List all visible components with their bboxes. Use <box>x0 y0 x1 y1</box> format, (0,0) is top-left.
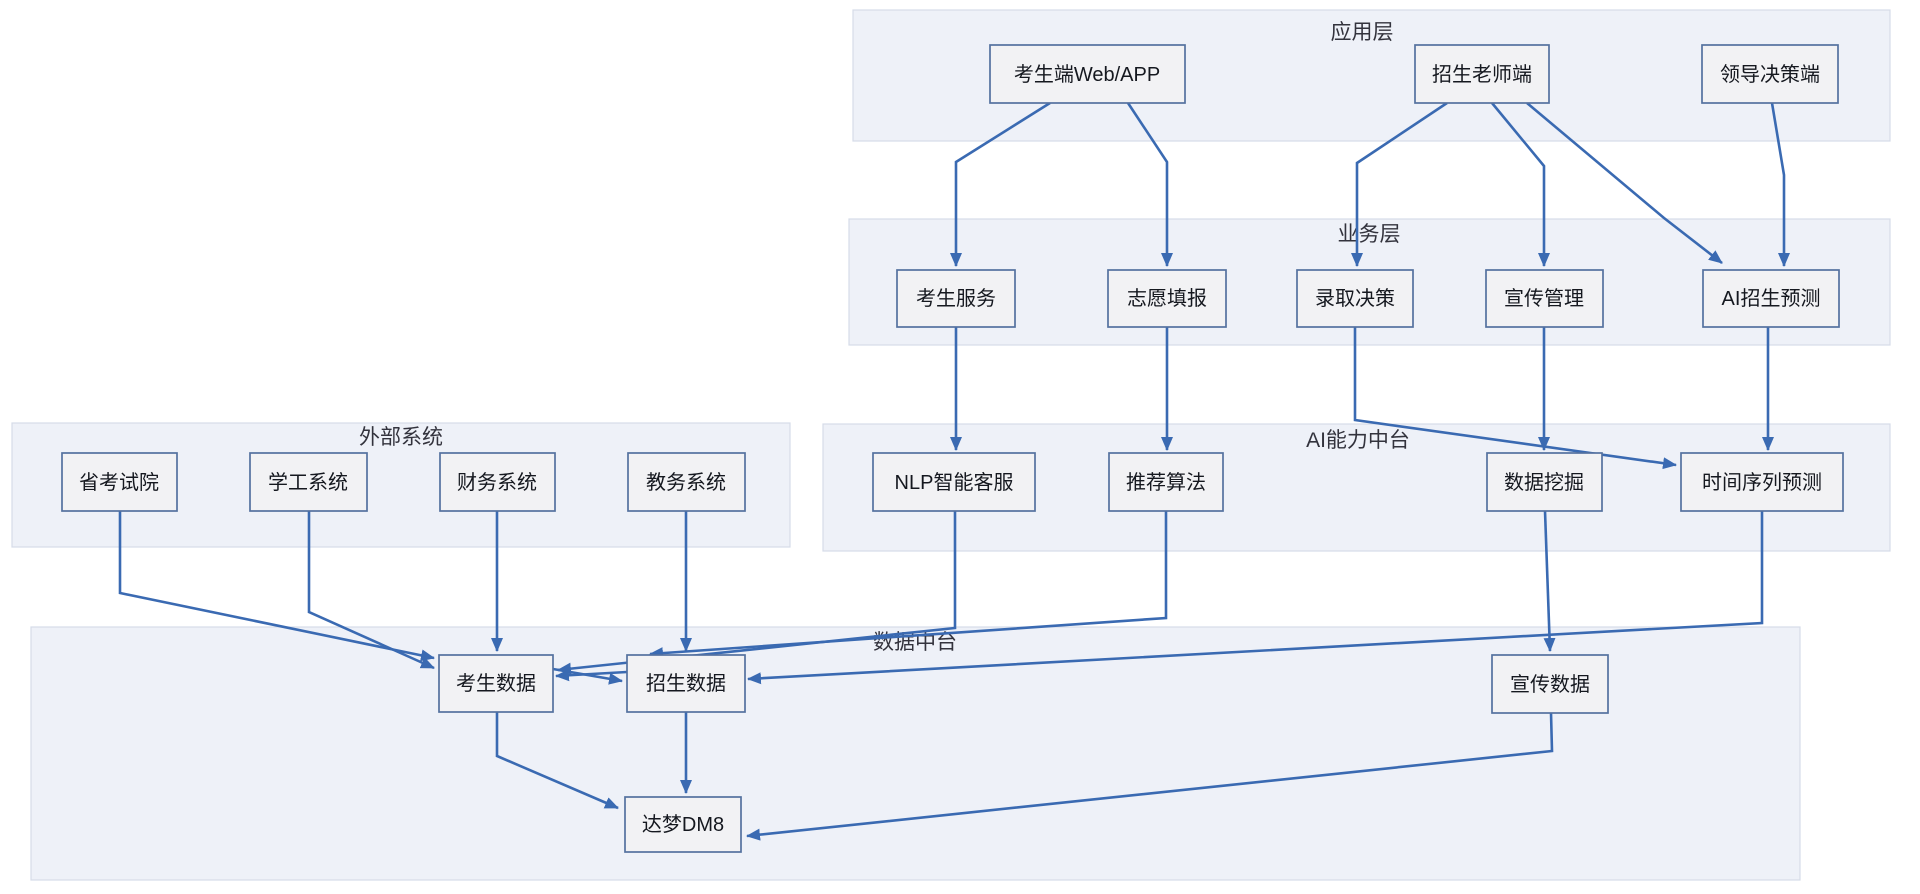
node-ai-nlp-label: NLP智能客服 <box>895 471 1014 494</box>
edges <box>118 101 1790 841</box>
node-candidate-web: 考生端Web/APP <box>989 44 1186 104</box>
edge-svc-admit-to-ai-timeseries <box>1353 327 1677 470</box>
edge-candidate-web-to-svc-apply <box>1126 102 1173 267</box>
node-data-promo-label: 宣传数据 <box>1510 673 1590 696</box>
nodes: 考生端Web/APP 招生老师端 领导决策端 考生服务 志愿填报 录取决策 宣传… <box>61 44 1844 853</box>
node-ai-mining-label: 数据挖掘 <box>1504 471 1584 494</box>
node-data-admission: 招生数据 <box>626 654 746 713</box>
node-svc-candidate-label: 考生服务 <box>916 287 996 310</box>
node-ext-finance-label: 财务系统 <box>457 471 537 494</box>
edge-data-promo-to-dm8 <box>746 712 1554 841</box>
node-data-admission-label: 招生数据 <box>646 672 726 695</box>
node-ext-finance: 财务系统 <box>439 452 556 512</box>
layer-application-label: 应用层 <box>1331 21 1394 44</box>
edge-ext-student-to-data-candidate <box>307 511 435 670</box>
node-data-candidate: 考生数据 <box>438 654 554 713</box>
node-svc-admit: 录取决策 <box>1296 269 1414 328</box>
edge-ai-timeseries-to-data-admission <box>747 511 1764 685</box>
edge-data-candidate-to-data-admission <box>552 667 623 685</box>
edge-teacher-to-svc-admit <box>1351 101 1448 267</box>
edge-teacher-to-svc-predict <box>1526 102 1723 265</box>
edge-teacher-to-svc-promo <box>1490 102 1550 267</box>
node-ext-student-label: 学工系统 <box>268 471 348 494</box>
node-svc-apply-label: 志愿填报 <box>1127 287 1207 310</box>
node-ai-timeseries: 时间序列预测 <box>1680 452 1844 512</box>
node-data-dm8: 达梦DM8 <box>624 796 742 853</box>
node-leader: 领导决策端 <box>1701 44 1839 104</box>
layer-ai-label: AI能力中台 <box>1306 429 1410 452</box>
edge-leader-to-svc-predict <box>1770 102 1790 267</box>
edge-data-admission-to-data-candidate <box>555 669 628 682</box>
node-teacher-label: 招生老师端 <box>1432 63 1532 86</box>
node-ext-academic: 教务系统 <box>627 452 746 512</box>
node-data-dm8-label: 达梦DM8 <box>642 813 724 836</box>
node-ext-provincial: 省考试院 <box>61 452 178 512</box>
node-svc-apply: 志愿填报 <box>1107 269 1227 328</box>
node-ai-timeseries-label: 时间序列预测 <box>1702 471 1822 494</box>
node-ai-recommend-label: 推荐算法 <box>1126 471 1206 494</box>
node-ai-recommend: 推荐算法 <box>1108 452 1224 512</box>
node-data-candidate-label: 考生数据 <box>456 672 536 695</box>
edge-ext-provincial-to-data-candidate <box>118 511 435 662</box>
edge-ai-mining-to-data-promo <box>1543 510 1556 652</box>
node-ext-academic-label: 教务系统 <box>646 471 726 494</box>
node-candidate-web-label: 考生端Web/APP <box>1014 63 1160 86</box>
node-ai-mining: 数据挖掘 <box>1486 452 1603 512</box>
node-svc-candidate: 考生服务 <box>896 269 1016 328</box>
node-ai-nlp: NLP智能客服 <box>872 452 1036 512</box>
node-svc-predict-label: AI招生预测 <box>1722 287 1821 310</box>
edge-candidate-web-to-svc-candidate <box>950 101 1051 267</box>
node-svc-promo: 宣传管理 <box>1485 269 1604 328</box>
node-ext-student: 学工系统 <box>249 452 368 512</box>
node-svc-admit-label: 录取决策 <box>1315 287 1395 310</box>
node-svc-predict: AI招生预测 <box>1702 269 1840 328</box>
node-data-promo: 宣传数据 <box>1491 654 1609 714</box>
node-ext-provincial-label: 省考试院 <box>79 471 159 494</box>
node-svc-promo-label: 宣传管理 <box>1504 287 1584 310</box>
node-teacher: 招生老师端 <box>1414 44 1550 104</box>
edge-ai-recommend-to-data-admission <box>649 511 1168 660</box>
edge-data-candidate-to-dm8 <box>495 712 619 810</box>
node-leader-label: 领导决策端 <box>1720 63 1820 86</box>
layer-external-label: 外部系统 <box>359 426 443 449</box>
layer-business-label: 业务层 <box>1338 223 1401 246</box>
